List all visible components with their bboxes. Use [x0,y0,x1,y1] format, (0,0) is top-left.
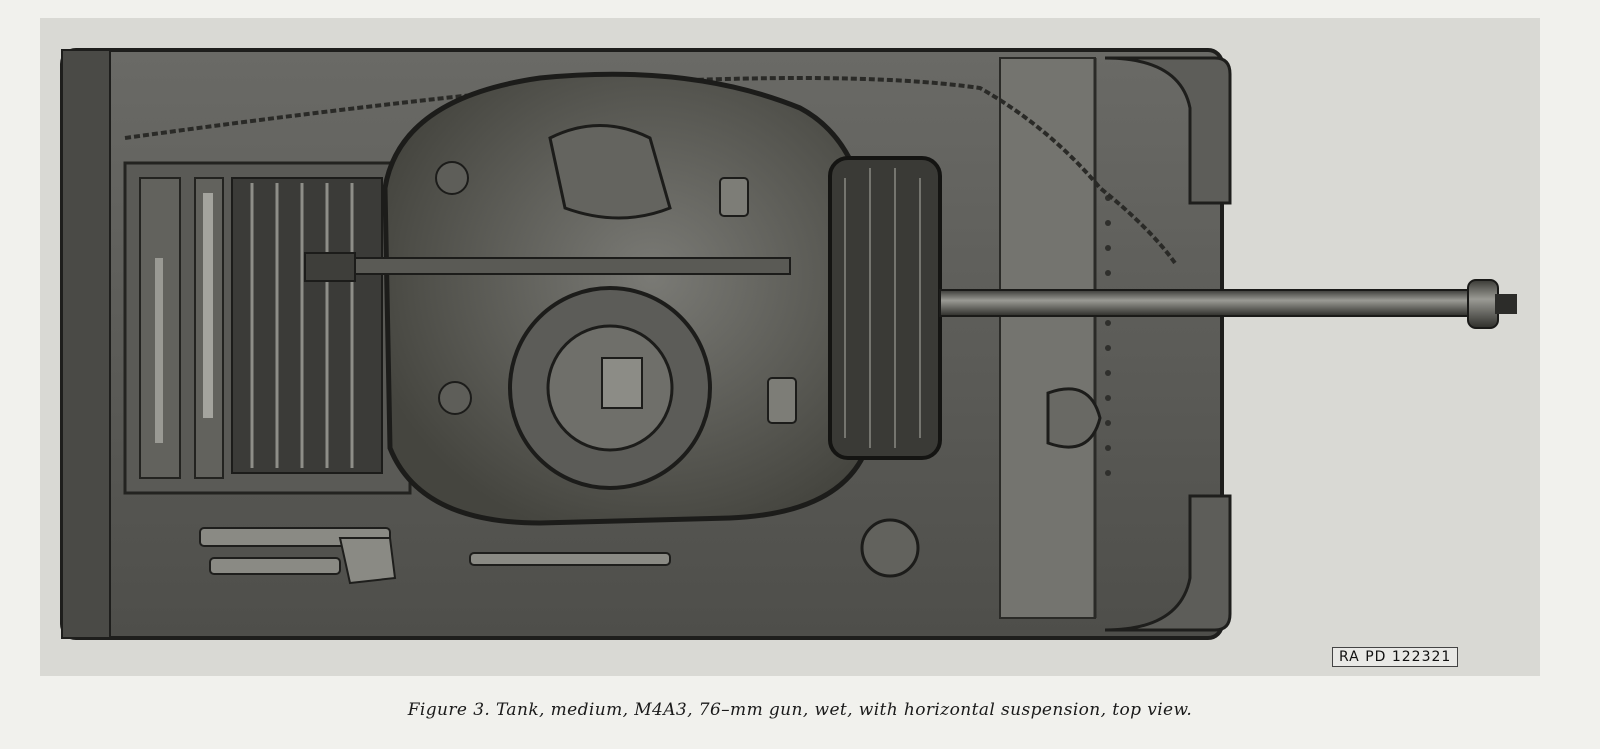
plate-id-label: RA PD 122321 [1332,647,1459,667]
tank-photograph [40,18,1540,676]
page-number: 13 [0,360,2,386]
figure-caption: Figure 3. Tank, medium, M4A3, 76–mm gun,… [407,700,1193,720]
tank-top-view-illustration [60,48,1517,640]
